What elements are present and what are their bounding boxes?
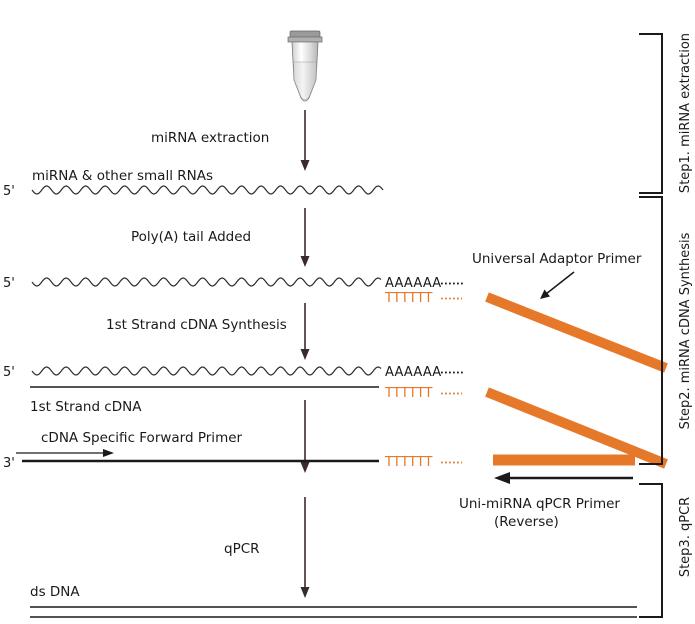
polya-added-label: Poly(A) tail Added bbox=[131, 229, 251, 245]
cdna-forward-primer-label: cDNA Specific Forward Primer bbox=[41, 430, 243, 446]
microcentrifuge-tube-icon bbox=[287, 30, 323, 102]
step2-bracket bbox=[639, 196, 663, 465]
adaptor-pointer-arrow-head bbox=[540, 289, 550, 299]
rna-strand-wave-3 bbox=[31, 366, 382, 376]
forward-primer-arrow-head bbox=[103, 449, 114, 457]
first-strand-cdna-label: 1st Strand cDNA bbox=[30, 399, 142, 415]
three-prime-end: 3' bbox=[3, 456, 15, 471]
poly-t-tail-3: TTTTTT bbox=[384, 455, 433, 470]
universal-adaptor-primer-bar-2 bbox=[485, 387, 668, 469]
arrow-polya-head bbox=[300, 256, 310, 267]
poly-a-tail-2: AAAAAA bbox=[385, 365, 441, 380]
ds-dna-label: ds DNA bbox=[30, 584, 80, 600]
reverse-primer-arrow-head bbox=[494, 472, 510, 484]
arrow-extraction-head bbox=[300, 160, 310, 171]
rna-strand-wave-1 bbox=[31, 185, 384, 195]
five-prime-end-2: 5' bbox=[3, 276, 15, 291]
five-prime-end-3: 5' bbox=[3, 365, 15, 380]
uni-mirna-qpcr-primer-label: Uni-miRNA qPCR Primer bbox=[459, 496, 620, 512]
qpcr-label: qPCR bbox=[224, 541, 260, 557]
step1-bracket bbox=[639, 33, 663, 194]
adaptor-pointer-arrow bbox=[545, 271, 575, 295]
arrow-forward-primer-head bbox=[300, 462, 310, 473]
step3-bracket bbox=[639, 483, 663, 618]
mirna-extraction-label: miRNA extraction bbox=[151, 130, 269, 146]
poly-t-tail-1: TTTTTT bbox=[384, 291, 433, 306]
universal-adaptor-primer-bar-1 bbox=[485, 292, 668, 373]
first-strand-synthesis-label: 1st Strand cDNA Synthesis bbox=[106, 317, 287, 333]
poly-a-tail-1: AAAAAA bbox=[385, 276, 441, 291]
step3-label: Step3. qPCR bbox=[678, 497, 693, 577]
arrow-qpcr-head bbox=[300, 587, 310, 598]
step2-label: Step2. miRNA cDNA Synthesis bbox=[678, 232, 693, 429]
universal-adaptor-primer-label: Universal Adaptor Primer bbox=[472, 251, 642, 267]
step1-label: Step1. miRNA extraction bbox=[678, 33, 693, 193]
five-prime-end-1: 5' bbox=[3, 184, 15, 199]
arrow-cdna-synthesis-head bbox=[300, 349, 310, 360]
mirna-small-rnas-label: miRNA & other small RNAs bbox=[32, 168, 213, 184]
rna-strand-wave-2 bbox=[31, 277, 382, 287]
uni-mirna-qpcr-primer-reverse-label: (Reverse) bbox=[494, 514, 559, 530]
poly-t-tail-2: TTTTTT bbox=[384, 386, 433, 401]
